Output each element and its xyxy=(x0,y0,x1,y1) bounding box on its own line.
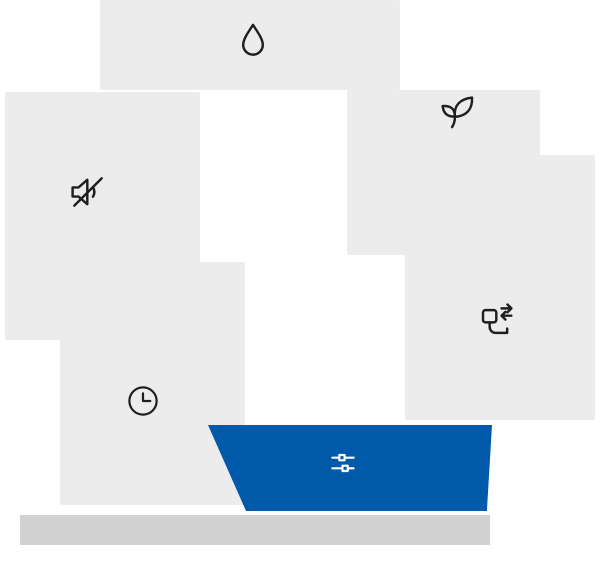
right-panel xyxy=(405,155,595,420)
sliders-icon xyxy=(327,447,359,479)
lower-left-panel xyxy=(60,262,245,505)
clock-icon xyxy=(124,382,162,420)
base-bar xyxy=(20,515,490,545)
speaker-muted-icon xyxy=(67,171,109,213)
top-panel xyxy=(100,0,400,90)
water-drop-icon xyxy=(232,20,274,62)
plug-sync-icon xyxy=(476,301,518,343)
program-selector-button[interactable] xyxy=(208,425,492,511)
leaves-icon xyxy=(436,91,478,133)
